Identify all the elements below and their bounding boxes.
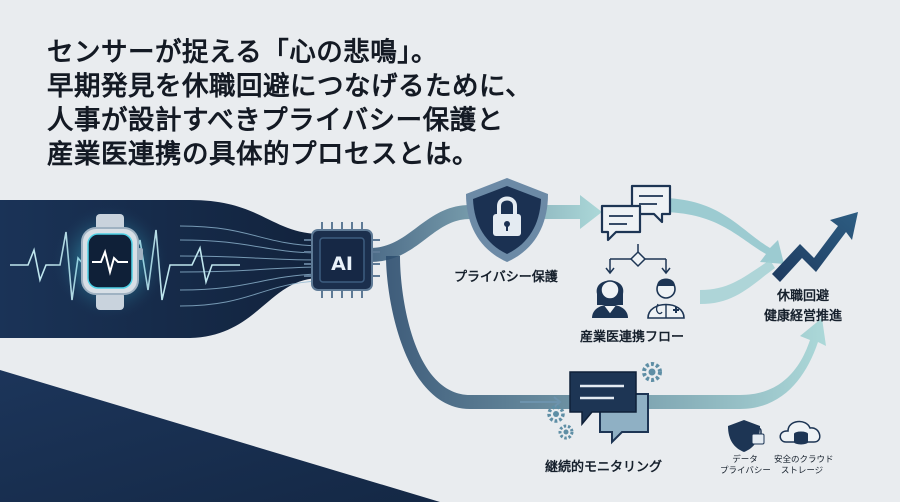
smartwatch-icon [52, 204, 168, 320]
title-line-3: 人事が設計すべきプライバシー保護と [47, 105, 504, 136]
privacy-label: プライバシー保護 [454, 270, 558, 285]
ai-chip-icon: AI [304, 222, 380, 298]
title-line-2: 早期発見を休職回避につなげるために、 [47, 71, 533, 102]
hr-person-icon [592, 280, 628, 318]
cloud-storage-icon [779, 420, 821, 445]
monitoring-arrow [520, 396, 562, 408]
monitoring-label: 継続的モニタリング [545, 460, 663, 475]
outcome-label: 休職回避 健康経営推進 [764, 287, 842, 327]
chip-label: AI [331, 253, 353, 275]
chat-bubbles-icon [600, 184, 672, 242]
flow-to-outcome-lower [700, 260, 775, 304]
cloud-line-1: 安全のクラウド [774, 455, 834, 465]
page-title: センサーが捉える「心の悲鳴」。 早期発見を休職回避につなげるために、 人事が設計… [47, 36, 532, 172]
gear-icon [547, 405, 565, 423]
gear-icon [642, 362, 662, 382]
outcome-line-2: 健康経営推進 [764, 309, 843, 324]
rising-trend-arrow-icon [772, 212, 858, 282]
outcome-line-1: 休職回避 [777, 289, 830, 304]
title-line-4: 産業医連携の具体的プロセスとは。 [47, 139, 479, 170]
data-privacy-label: データ プライバシー [720, 455, 771, 477]
gear-icon [558, 424, 574, 440]
flow-connector [605, 244, 671, 275]
data-privacy-shield-icon [728, 420, 765, 452]
cloud-line-2: ストレージ [780, 466, 824, 476]
navy-triangle-bg [0, 370, 440, 502]
cloud-storage-label: 安全のクラウド ストレージ [774, 455, 834, 477]
data-privacy-line-1: データ [732, 455, 758, 465]
flow-to-outcome-upper [660, 198, 784, 264]
shield-lock-icon [466, 178, 548, 262]
data-privacy-line-2: プライバシー [720, 466, 771, 476]
occupational-flow-label: 産業医連携フロー [580, 330, 685, 345]
doctor-icon [647, 278, 685, 319]
flow-monitoring-loop [386, 256, 826, 409]
title-line-1: センサーが捉える「心の悲鳴」。 [47, 37, 438, 68]
monitoring-chat-icon [569, 371, 649, 445]
